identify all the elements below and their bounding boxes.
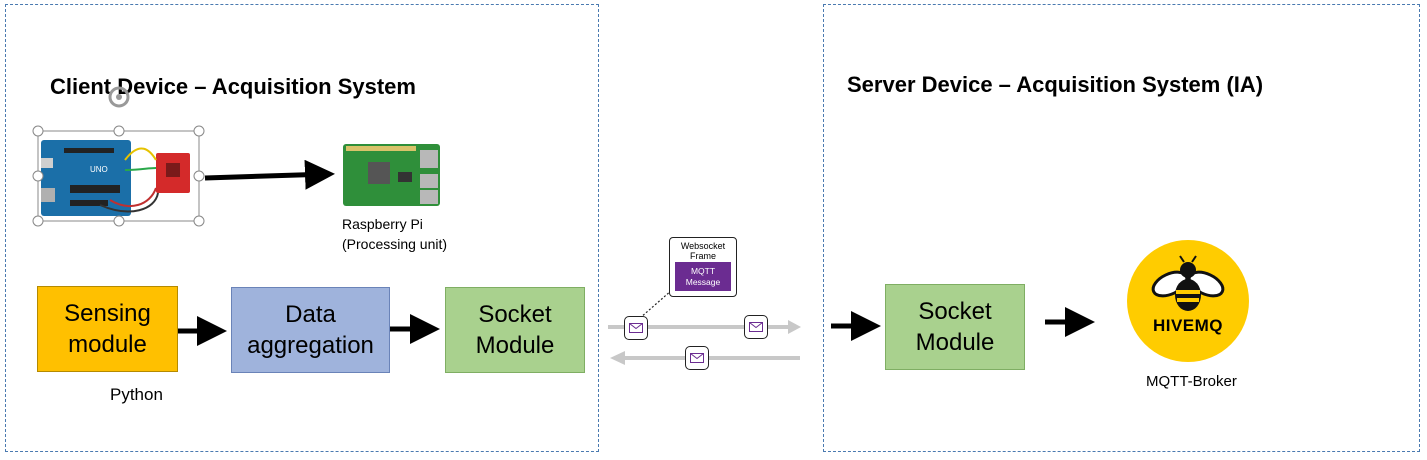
svg-text:UNO: UNO <box>90 165 108 174</box>
envelope-icon <box>624 316 648 340</box>
sensing-module-line2: module <box>68 331 147 358</box>
rpi-caption-line1: Raspberry Pi <box>342 216 423 232</box>
sensing-module-box: Sensing module <box>37 286 178 372</box>
client-socket-module-box: Socket Module <box>445 287 585 373</box>
envelope-icon <box>685 346 709 370</box>
mqtt-message-box: MQTT Message <box>675 262 731 291</box>
sensing-module-line1: Sensing <box>64 299 151 327</box>
mqtt-broker-caption: MQTT-Broker <box>1146 373 1237 390</box>
server-socket-line2: Module <box>915 329 995 356</box>
bee-icon <box>1151 255 1225 311</box>
hivemq-logo-text: HIVEMQ <box>1152 316 1224 335</box>
ws-frame-label-line1: Websocket <box>680 241 726 251</box>
client-panel <box>5 4 599 452</box>
mqtt-message-line2: Message <box>685 276 721 287</box>
arduino-sensor-image[interactable]: UNO <box>32 125 205 227</box>
rotate-handle-icon[interactable] <box>108 86 130 108</box>
mqtt-message-line1: MQTT <box>690 266 716 277</box>
arduino-to-rpi-arrow <box>204 159 335 190</box>
rpi-caption: Raspberry Pi (Processing unit) <box>342 214 447 255</box>
data-aggregation-line2: aggregation <box>247 332 374 359</box>
server-title: Server Device – Acquisition System (IA) <box>847 72 1264 97</box>
raspberry-pi-image <box>343 144 440 206</box>
ws-frame-label-line2: Frame <box>689 251 716 262</box>
rpi-caption-line2: (Processing unit) <box>342 236 448 253</box>
server-panel <box>823 4 1420 452</box>
ws-frame-callout-line <box>639 289 673 319</box>
client-socket-line2: Module <box>475 332 555 359</box>
data-aggregation-box: Data aggregation <box>231 287 390 373</box>
client-socket-line1: Socket <box>478 300 552 328</box>
websocket-frame-box: Websocket Frame MQTT Message <box>669 237 737 297</box>
data-aggregation-line1: Data <box>285 300 336 328</box>
server-socket-line1: Socket <box>918 297 992 325</box>
server-socket-module-box: Socket Module <box>885 284 1025 370</box>
envelope-icon <box>744 315 768 339</box>
python-label: Python <box>110 385 163 404</box>
hivemq-logo: HIVEMQ <box>1127 240 1249 362</box>
